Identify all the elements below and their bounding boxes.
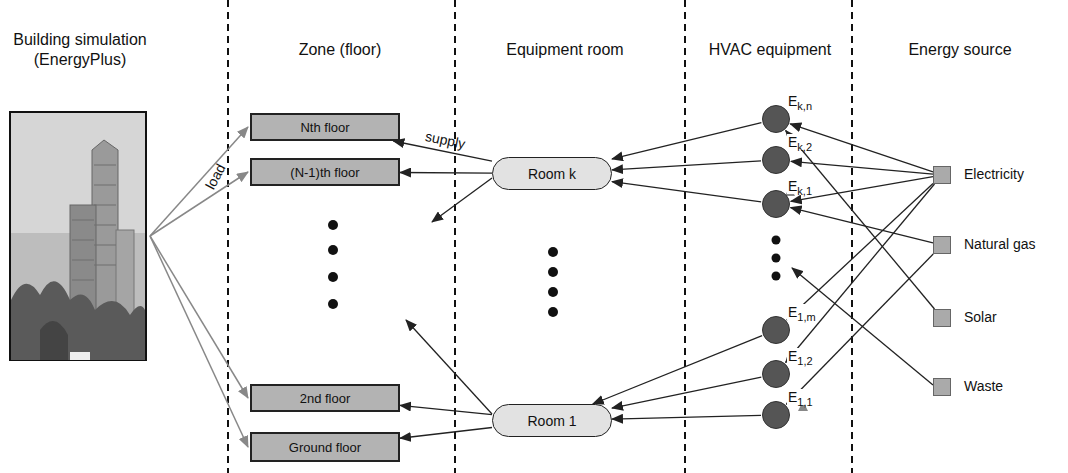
equipment-label: E1,1: [787, 389, 814, 405]
equipment-label: E1,2: [787, 348, 814, 364]
subscript: k,1: [797, 185, 812, 197]
equipment-label: E1,m: [787, 304, 817, 320]
flow-arrow: [400, 428, 492, 439]
equipment-label: Ek,2: [787, 134, 813, 150]
flow-arrow: [786, 254, 933, 404]
equipment-symbol: E: [788, 389, 797, 405]
equipment-symbol: E: [788, 348, 797, 364]
energy-source: Electricity: [933, 166, 951, 184]
floor-name: 2nd floor: [300, 391, 351, 406]
room-name: Room 1: [527, 413, 576, 429]
equipment-symbol: E: [788, 178, 797, 194]
source-label: Waste: [964, 378, 1003, 394]
building-illustration: [10, 112, 146, 360]
flow-arrow: [612, 123, 761, 159]
floor-zone-box: (N-1)th floor: [250, 158, 400, 186]
flow-arrow: [612, 161, 761, 170]
flow-arrow: [786, 131, 935, 309]
flow-arrow: [786, 184, 935, 362]
floor-name: (N-1)th floor: [290, 165, 359, 180]
floor-name: Nth floor: [300, 120, 349, 135]
flow-arrow: [612, 182, 761, 202]
room-name: Room k: [528, 166, 576, 182]
subscript: k,2: [797, 141, 812, 153]
floor-zone-box: Ground floor: [250, 432, 400, 462]
floor-zone-box: Nth floor: [250, 113, 400, 141]
hvac-equipment: E1,1: [762, 401, 790, 429]
hvac-equipment: E1,m: [762, 316, 790, 344]
subscript: k,n: [797, 100, 812, 112]
equipment-symbol: E: [788, 93, 797, 109]
flow-arrow: [787, 183, 933, 319]
flow-arrow: [612, 377, 761, 408]
flow-label: supply: [421, 128, 468, 153]
equipment-room: Room k: [492, 157, 612, 190]
source-label: Electricity: [964, 166, 1024, 182]
equipment-label: Ek,1: [787, 178, 813, 194]
source-label: Solar: [964, 309, 997, 325]
floor-zone-box: 2nd floor: [250, 384, 400, 412]
flow-arrow: [400, 172, 492, 174]
flow-label: load: [199, 155, 233, 199]
flow-arrow: [612, 415, 761, 419]
column-divider: [228, 0, 852, 473]
flow-arrow: [791, 208, 933, 243]
load-arrow: [150, 127, 248, 447]
energy-source: Natural gas: [933, 236, 951, 254]
flow-arrow: [593, 336, 762, 404]
column-heading: Equipment room: [485, 40, 645, 60]
continuation-dots: [328, 220, 781, 317]
column-heading: Zone (floor): [265, 40, 415, 60]
energy-source: Solar: [933, 309, 951, 327]
hvac-equipment: Ek,n: [762, 105, 790, 133]
equipment-label: Ek,n: [787, 93, 813, 109]
flow-arrow: [790, 124, 933, 172]
floor-name: Ground floor: [289, 440, 361, 455]
equipment-room: Room 1: [492, 404, 612, 437]
equipment-symbol: E: [788, 134, 797, 150]
hvac-equipment: Ek,2: [762, 146, 790, 174]
equipment-symbol: E: [788, 304, 797, 320]
hvac-equipment: Ek,1: [762, 190, 790, 218]
subscript: 1,m: [797, 311, 815, 323]
column-heading: Building simulation (EnergyPlus): [5, 30, 155, 70]
hvac-equipment: E1,2: [762, 360, 790, 388]
subscript: 1,1: [797, 396, 812, 408]
column-heading: Energy source: [880, 40, 1040, 60]
flow-arrow: [400, 405, 492, 414]
source-label: Natural gas: [964, 236, 1036, 252]
subscript: 1,2: [797, 355, 812, 367]
column-heading: HVAC equipment: [695, 40, 845, 60]
energy-source: Waste: [933, 378, 951, 396]
